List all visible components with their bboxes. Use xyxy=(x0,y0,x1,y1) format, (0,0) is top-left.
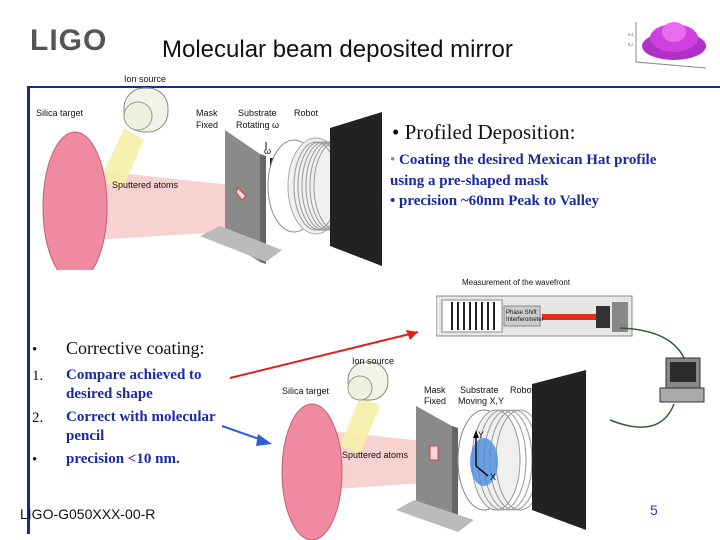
svg-text:0.2: 0.2 xyxy=(628,42,633,47)
bullet-dot: • xyxy=(390,152,396,168)
svg-text:0.4: 0.4 xyxy=(628,32,633,37)
item-3-bullet: • xyxy=(32,452,38,468)
profiled-bullet-2: • precision ~60nm Peak to Valley xyxy=(390,193,600,209)
interferometer-label: Phase Shift Interferometer xyxy=(506,310,544,323)
wavefront-title: Measurement of the wavefront xyxy=(462,278,571,287)
top-deposition-diagram xyxy=(42,87,382,270)
red-arrow-head xyxy=(406,330,418,340)
mask-label-2: Mask xyxy=(424,385,446,395)
left-rule xyxy=(27,86,30,534)
substrate-rotating-label: Rotating ω xyxy=(236,120,280,130)
x-axis-label: X xyxy=(490,472,497,482)
mask-fixed-label: Fixed xyxy=(196,120,219,130)
header-rule xyxy=(30,86,720,88)
item-1-number: 1. xyxy=(32,368,44,384)
y-axis-label: Y xyxy=(478,430,485,440)
bottom-deposition-diagram xyxy=(281,361,586,540)
corrective-bullet: • xyxy=(32,342,38,358)
corrective-item-1: Compare achieved to desired shape xyxy=(66,367,202,402)
silica-target-label-2: Silica target xyxy=(282,386,330,396)
ligo-logo: LIGO xyxy=(30,24,108,57)
profiled-bullet-2-text: precision ~60nm Peak to Valley xyxy=(399,193,600,209)
wavefront-apparatus xyxy=(436,295,633,337)
profiled-bullet-1: • Coating the desired Mexican Hat profil… xyxy=(390,150,670,192)
blue-arrow-head xyxy=(256,434,272,446)
substrate-label: Substrate xyxy=(238,108,277,118)
mask-fixed-label-2: Fixed xyxy=(424,396,447,406)
corrective-heading: Corrective coating: xyxy=(66,338,205,358)
page-number: 5 xyxy=(650,502,658,518)
document-id: LIGO-G050XXX-00-R xyxy=(20,506,156,522)
profiled-bullet-1-text: Coating the desired Mexican Hat profile … xyxy=(390,152,657,189)
sputtered-atoms-label: Sputtered atoms xyxy=(112,180,179,190)
ion-source-label-2: Ion source xyxy=(352,356,395,366)
silica-target-label: Silica target xyxy=(36,108,84,118)
substrate-moving-label: Moving X,Y xyxy=(458,396,505,406)
item-2-number: 2. xyxy=(32,410,44,426)
substrate-label-2: Substrate xyxy=(460,385,499,395)
mask-label: Mask xyxy=(196,108,218,118)
omega-label: ω xyxy=(264,146,272,156)
robot-label-2: Robot xyxy=(510,385,535,395)
computer-icon xyxy=(609,327,705,428)
mexican-hat-plot-icon: 0.4 0.2 xyxy=(626,2,712,74)
robot-label: Robot xyxy=(294,108,319,118)
corrective-item-2: Correct with molecular pencil xyxy=(66,409,216,444)
bullet-dot: • xyxy=(392,120,405,144)
slide-title: Molecular beam deposited mirror xyxy=(162,36,513,63)
profiled-deposition-heading: • Profiled Deposition: xyxy=(392,120,576,145)
ion-source-label: Ion source xyxy=(124,74,167,84)
corrective-item-3: precision <10 nm. xyxy=(66,451,180,467)
sputtered-atoms-label-2: Sputtered atoms xyxy=(342,450,409,460)
profiled-heading-text: Profiled Deposition: xyxy=(404,120,576,144)
